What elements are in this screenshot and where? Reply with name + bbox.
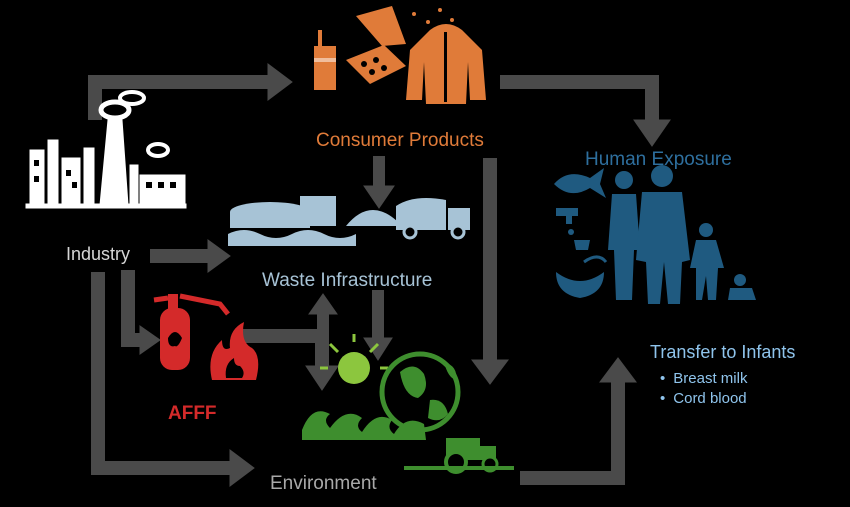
jacket-icon (406, 24, 486, 104)
arrow-consumer-to-human-head (633, 119, 671, 147)
label-consumer-products: Consumer Products (316, 130, 484, 151)
faucet-icon (556, 208, 590, 250)
fish-icon (554, 168, 606, 198)
garbage-truck-icon (396, 198, 470, 240)
arrow-waste-environment-up-head (308, 293, 338, 315)
transfer-item-breast-milk: Breast milk (660, 369, 747, 389)
wave-icon (302, 411, 426, 440)
pizza-box-icon (346, 6, 454, 84)
landfill-icon (346, 210, 402, 226)
label-transfer-to-infants: Transfer to Infants (650, 342, 796, 362)
water-treatment-icon (228, 196, 356, 246)
fire-icon (210, 322, 259, 380)
sun-icon (320, 334, 388, 384)
arrow-environment-to-infants (520, 380, 625, 485)
family-icon (608, 165, 756, 304)
label-environment: Environment (270, 473, 377, 494)
arrow-industry-to-waste-head (207, 239, 231, 273)
label-afff: AFFF (168, 403, 217, 424)
globe-icon (379, 351, 461, 433)
factory-icon (25, 90, 187, 209)
arrow-environment-to-infants-head (599, 357, 637, 383)
arrow-industry-to-environment-head (229, 449, 255, 487)
food-bowl-icon (556, 255, 608, 298)
label-waste-infrastructure: Waste Infrastructure (262, 270, 433, 291)
arrow-consumer-to-waste-head (363, 185, 395, 209)
arrow-industry-to-consumer-head (267, 63, 293, 101)
juice-box-icon (314, 30, 336, 90)
label-human-exposure: Human Exposure (585, 149, 732, 170)
arrow-industry-to-afff-head (139, 325, 161, 355)
arrow-consumer-to-environment-head (471, 359, 509, 385)
arrow-consumer-to-human (500, 75, 659, 122)
label-industry: Industry (66, 244, 131, 264)
transfer-item-cord-blood: Cord blood (660, 389, 747, 409)
arrow-industry-to-environment (91, 272, 232, 475)
arrow-industry-to-consumer (88, 75, 270, 120)
arrow-industry-to-afff (121, 270, 142, 347)
fire-extinguisher-icon (153, 293, 230, 370)
transfer-list: Breast milk Cord blood (660, 369, 747, 409)
arrow-afff-to-environment-head (305, 365, 339, 391)
tractor-icon (404, 438, 514, 474)
